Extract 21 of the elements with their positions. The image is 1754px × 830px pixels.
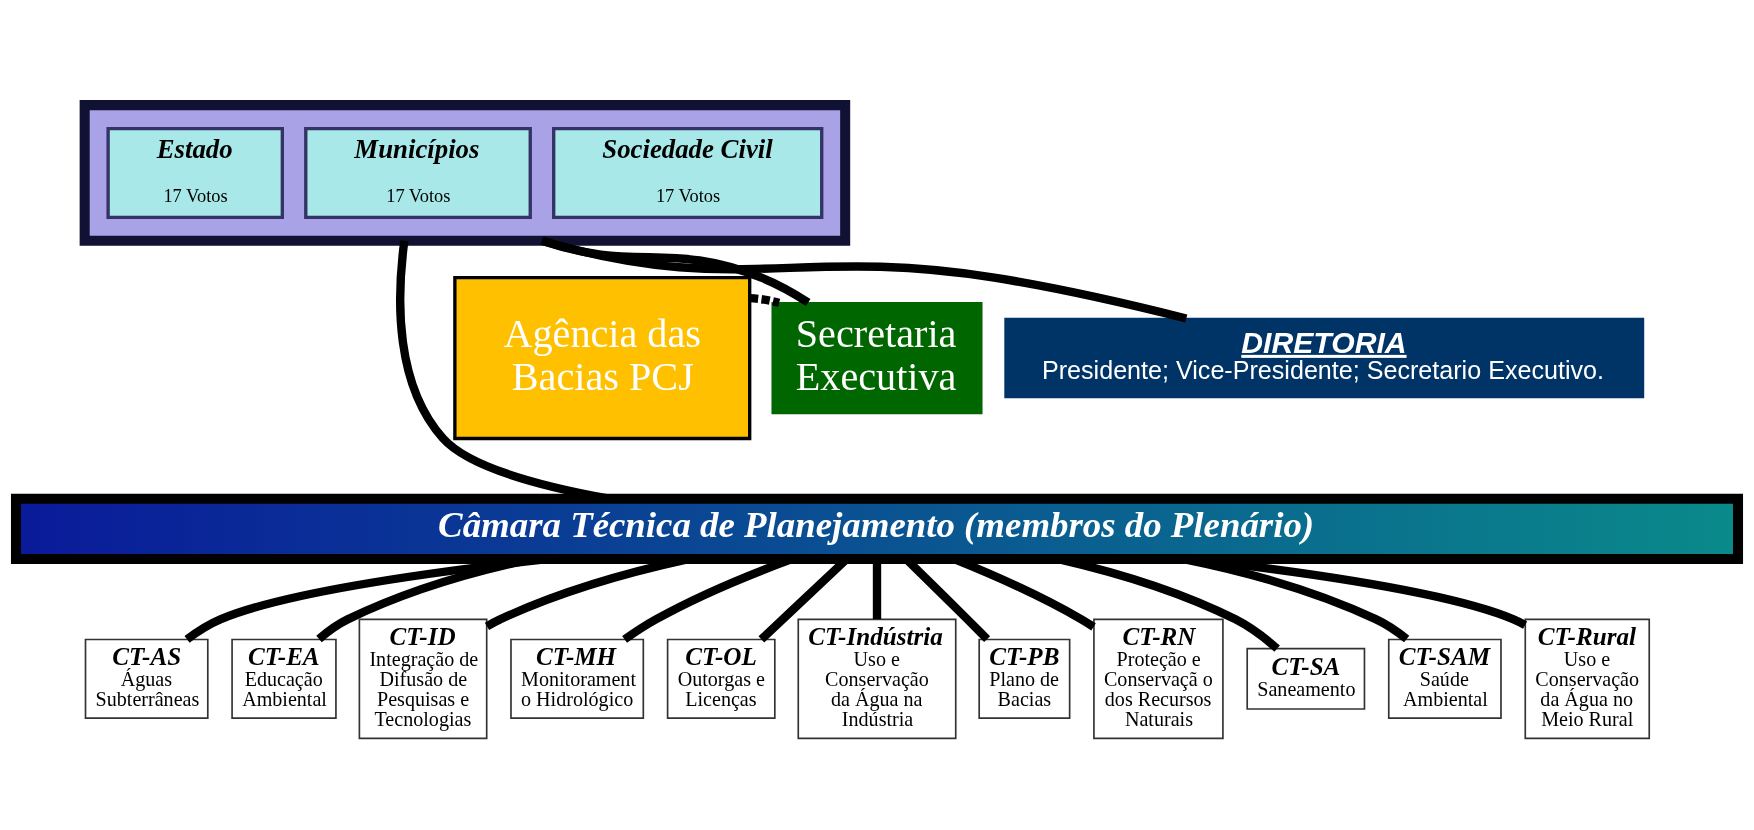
node-box: CT-AS Águas Subterrâneas	[84, 638, 209, 720]
node-box: Sociedade Civil 17 Votos	[552, 126, 824, 219]
node-box: CT-EA Educação Ambiental	[231, 638, 337, 720]
node-box: CT-ID Integração de Difusão de Pesquisas e Tecnologias	[358, 618, 488, 740]
node-box: DIRETORIA Presidente; Vice-Presidente; Secretario Executivo.	[1004, 317, 1645, 399]
connector	[749, 293, 781, 307]
node-box: Secretaria Executiva	[771, 301, 983, 415]
node-box: CT-OL Outorgas e Licenças	[666, 638, 776, 720]
connector	[540, 236, 1188, 323]
node-box: Agência das Bacias PCJ	[453, 275, 752, 441]
node-box: CT-Indústria Uso e Conservação da Água na Indústria	[797, 618, 957, 740]
node-box: CT-MH Monitorament o Hidrológico	[510, 638, 645, 720]
node-box: Câmara Técnica de Planejamento (membros do Plenário)	[10, 493, 1744, 565]
node-box: CT-Rural Uso e Conservação da Água no Meio Rural	[1524, 618, 1651, 740]
node-box: CT-RN Proteção e Conservaçã o dos Recursos Naturais	[1093, 618, 1224, 740]
node-box: Estado 17 Votos	[106, 126, 284, 219]
node-box: CT-SA Saneamento	[1246, 647, 1366, 710]
node-box: Municípios 17 Votos	[304, 126, 532, 219]
cluster	[79, 100, 851, 246]
node-box: CT-PB Plano de Bacias	[978, 638, 1071, 720]
node-box: CT-SAM Saúde Ambiental	[1387, 638, 1502, 720]
